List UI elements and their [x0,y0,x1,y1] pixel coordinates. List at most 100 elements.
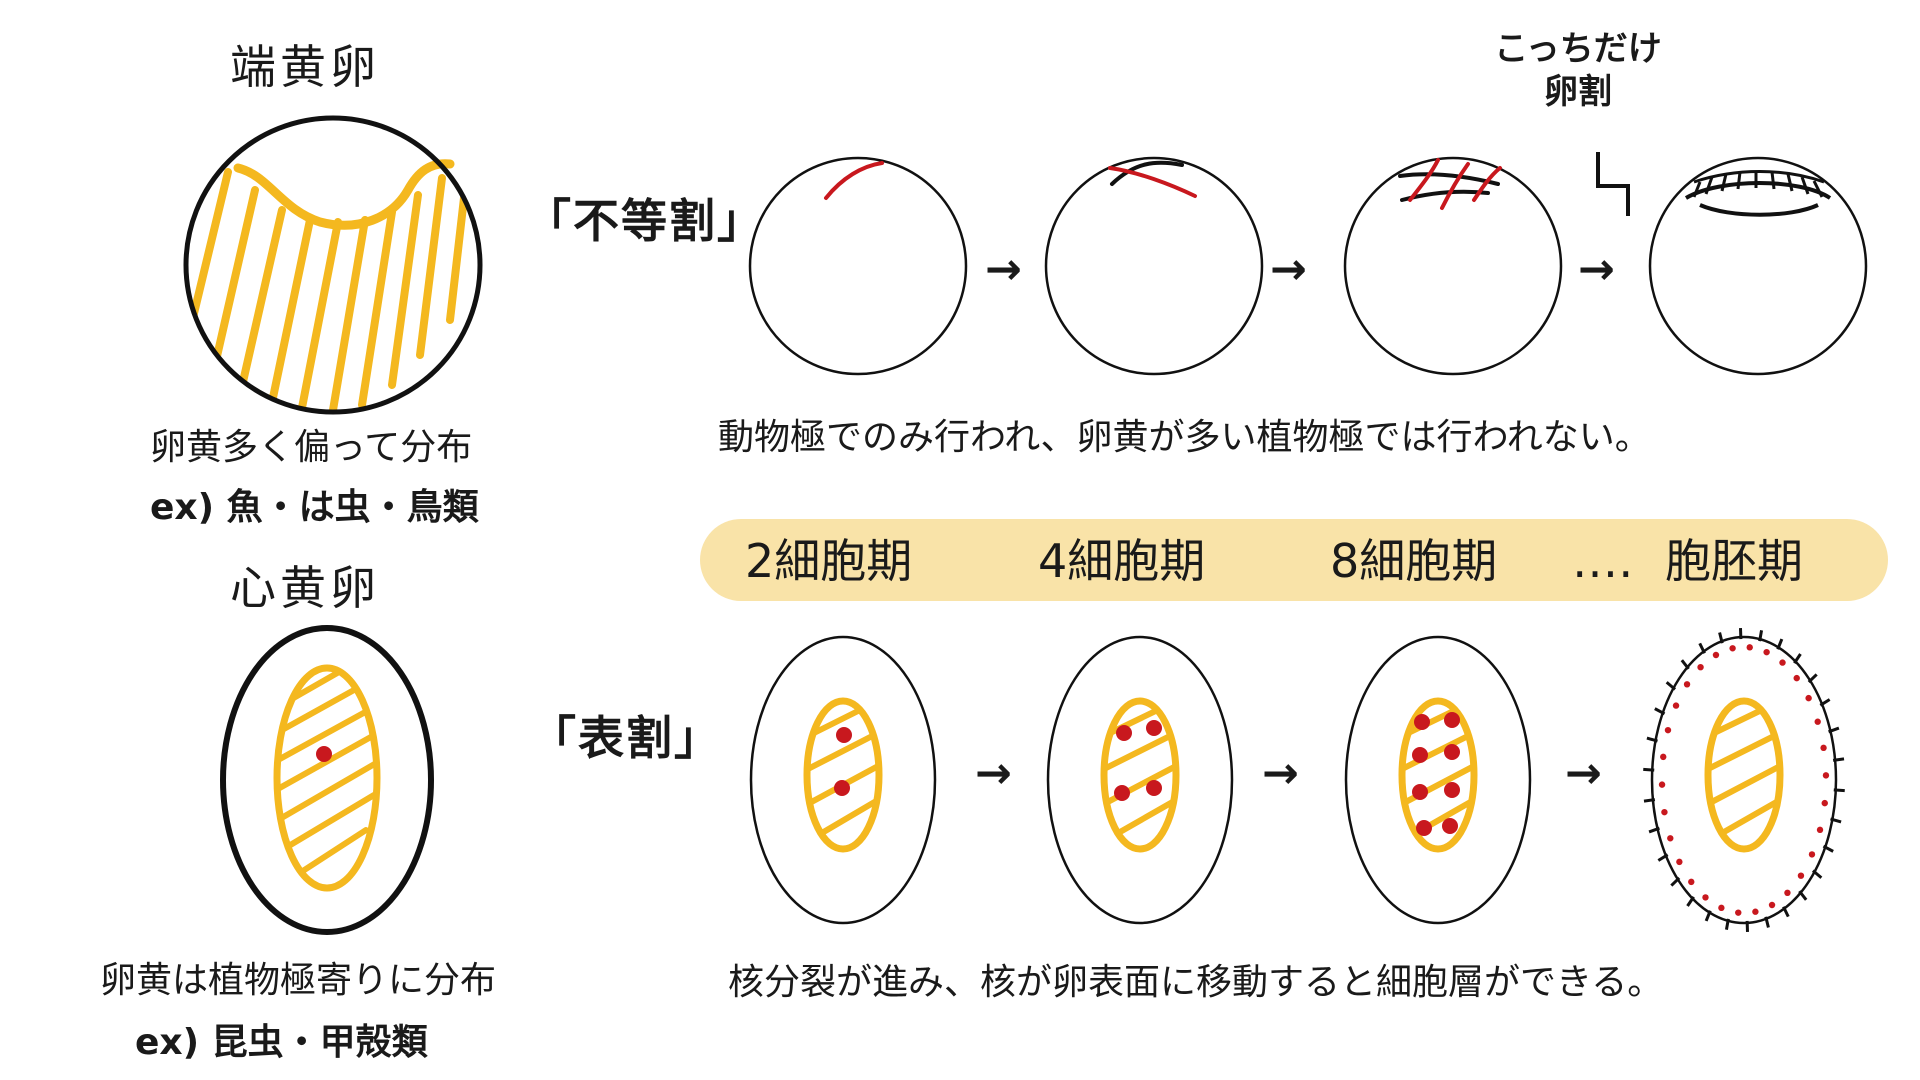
cell-boundary-tick [1833,788,1845,793]
stage-label-ellipsis: ‥‥ [1572,534,1634,588]
surface-nucleus [1658,781,1666,788]
cell-boundary-tick [1680,659,1690,670]
surface-nucleus [1805,694,1812,702]
surface-nucleus [1779,659,1786,666]
cell-boundary-tick [1654,707,1666,716]
surface-nucleus [1822,772,1830,779]
cell-boundary-tick [1686,896,1695,907]
cell-boundary-tick [1704,910,1712,922]
cell-boundary-tick [1698,642,1706,654]
arrow-4: → [975,748,1012,799]
surface-nucleus [1688,878,1695,886]
superficial-egg-4cell [1046,635,1234,925]
superficial-egg-2cell [749,635,937,925]
superficial-cleavage-row [749,628,1845,932]
yolk-stripes [186,168,468,412]
cell-boundary-tick [1646,736,1658,743]
surface-nucleus [1797,872,1805,879]
superficial-egg-8cell [1344,635,1532,925]
cell-boundary-tick [1782,906,1790,918]
surface-nucleus [1752,908,1759,915]
cell-boundary-tick [1793,653,1802,664]
telolecithal-egg [183,115,483,415]
telolecithal-examples: ex) 魚・は虫・鳥類 [150,487,479,528]
telolecithal-description: 卵黄多く偏って分布 [150,427,473,468]
telolecithal-title: 端黄卵 [230,40,380,94]
annotation-line-2: 卵割 [1544,71,1612,112]
centrolecithal-examples: ex) 昆虫・甲殻類 [135,1022,428,1063]
cell-boundary-tick [1811,869,1823,879]
surface-nucleus [1718,904,1725,912]
cell-boundary-tick [1832,757,1845,762]
egg-outline [183,115,483,415]
stage-label-4cell: 4細胞期 [1038,534,1206,588]
stage-label-blastula: 胞胚期 [1665,534,1803,588]
stage-label-2cell: 2細胞期 [745,534,913,588]
surface-nucleus [1676,858,1683,866]
surface-nucleus [1672,702,1680,709]
surface-nucleus [1661,808,1668,816]
arrow-1: → [985,244,1022,295]
cell-boundary-tick [1798,890,1808,901]
yolk-boundary [233,159,455,230]
surface-nucleus [1746,644,1753,651]
surface-nucleus [1816,826,1824,834]
surface-nucleus [1820,744,1827,752]
nucleus [316,746,332,762]
cell-boundary-tick [1758,630,1764,642]
cell-boundary-tick [1648,826,1660,834]
superficial-egg-blastoderm [1643,628,1845,932]
surface-nucleus [1702,894,1709,901]
cell-boundary-tick [1724,918,1730,930]
surface-nucleus [1729,645,1736,652]
cleavage-egg-2cell [748,156,968,376]
uneven-cleavage-explanation: 動物極でのみ行われ、卵黄が多い植物極では行われない。 [718,417,1651,458]
uneven-cleavage-row [748,152,1868,376]
cell-boundary-tick [1718,632,1724,644]
surface-nucleus [1697,663,1704,671]
cell-boundary-tick [1807,673,1818,684]
surface-nucleus [1735,909,1742,916]
cell-boundary-tick [1643,767,1655,772]
egg-outline [220,625,434,935]
annotation-text: こっちだけ 卵割 [1468,28,1688,113]
centrolecithal-title: 心黄卵 [230,561,380,615]
superficial-cleavage-label: 「表割」 [530,711,722,765]
superficial-cleavage-explanation: 核分裂が進み、核が卵表面に移動すると細胞層ができる。 [728,962,1664,1003]
surface-nucleus [1814,718,1821,725]
annotation-pointer [1596,152,1630,216]
stages-band [700,519,1888,601]
cell-boundary-tick [1764,916,1770,928]
cell-boundary-tick [1822,844,1834,853]
blastoderm-layer [1643,628,1845,932]
surface-nucleus [1821,799,1828,807]
yolk-stripes [277,668,377,881]
cell-boundary-tick [1830,817,1842,824]
surface-nucleus [1660,753,1667,761]
surface-nucleus [1793,674,1800,682]
arrow-6: → [1565,748,1602,799]
cell-boundary-tick [1657,853,1669,862]
cleavage-egg-8cell [1343,156,1563,376]
arrow-3: → [1578,244,1615,295]
surface-nucleus [1808,851,1816,858]
yolk-outline [273,664,381,892]
surface-nucleus [1768,901,1776,909]
surface-nucleus [1784,889,1791,897]
cleavage-egg-4cell [1044,156,1264,376]
cell-boundary-tick [1643,798,1656,803]
arrow-5: → [1262,748,1299,799]
uneven-cleavage-label: 「不等割」 [525,194,765,248]
cell-boundary-tick [1819,698,1831,707]
cell-boundary-tick [1776,638,1784,650]
stage-label-8cell: 8細胞期 [1330,534,1498,588]
surface-nucleus [1712,651,1720,659]
annotation-line-1: こっちだけ [1494,29,1662,69]
surface-nucleus [1763,648,1770,656]
centrolecithal-egg [220,625,434,935]
arrow-2: → [1270,244,1307,295]
surface-nucleus [1683,681,1691,688]
centrolecithal-description: 卵黄は植物極寄りに分布 [100,960,497,1001]
cleavage-egg-blastula [1648,156,1868,376]
